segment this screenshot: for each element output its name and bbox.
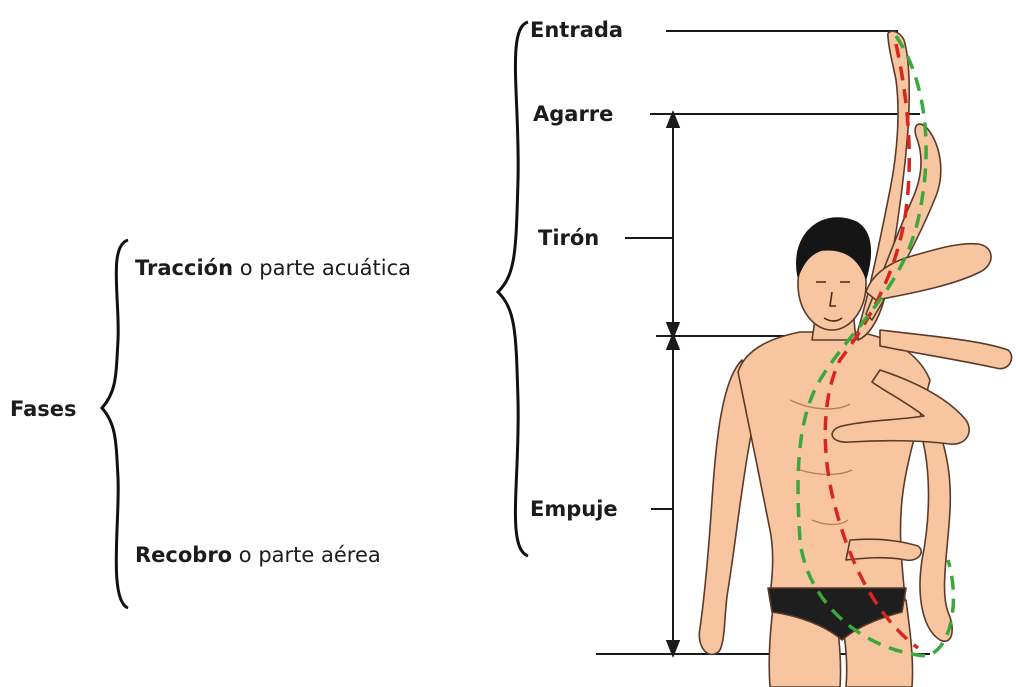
recobro-label: Recobro o parte aérea: [135, 543, 381, 567]
empuje-label: Empuje: [530, 497, 618, 521]
traccion-term: Tracción: [135, 256, 234, 280]
right-arm-lower: [919, 419, 953, 643]
agarre-label: Agarre: [533, 102, 614, 126]
red-hand-path: [823, 43, 920, 650]
tiron-label: Tirón: [538, 226, 600, 250]
arm-tiron: [865, 242, 992, 301]
fases-brace: [100, 238, 129, 610]
traccion-label: Tracción o parte acuática: [135, 256, 411, 280]
arm-tiron-2: [879, 329, 1013, 370]
recobro-description: o parte aérea: [238, 543, 381, 567]
entrada-label: Entrada: [530, 18, 624, 42]
recobro-term: Recobro: [135, 543, 233, 567]
fases-label: Fases: [10, 397, 77, 421]
hair: [796, 217, 872, 279]
traccion-brace: [495, 20, 529, 558]
arm-empuje-waist: [845, 538, 922, 562]
green-hand-path: [796, 35, 956, 658]
traccion-description: o parte acuática: [239, 256, 411, 280]
face-detail: [816, 281, 850, 322]
left-arm: [698, 359, 753, 656]
arm-empuje-chest: [831, 369, 970, 445]
swimmer-figure: [698, 30, 1013, 687]
